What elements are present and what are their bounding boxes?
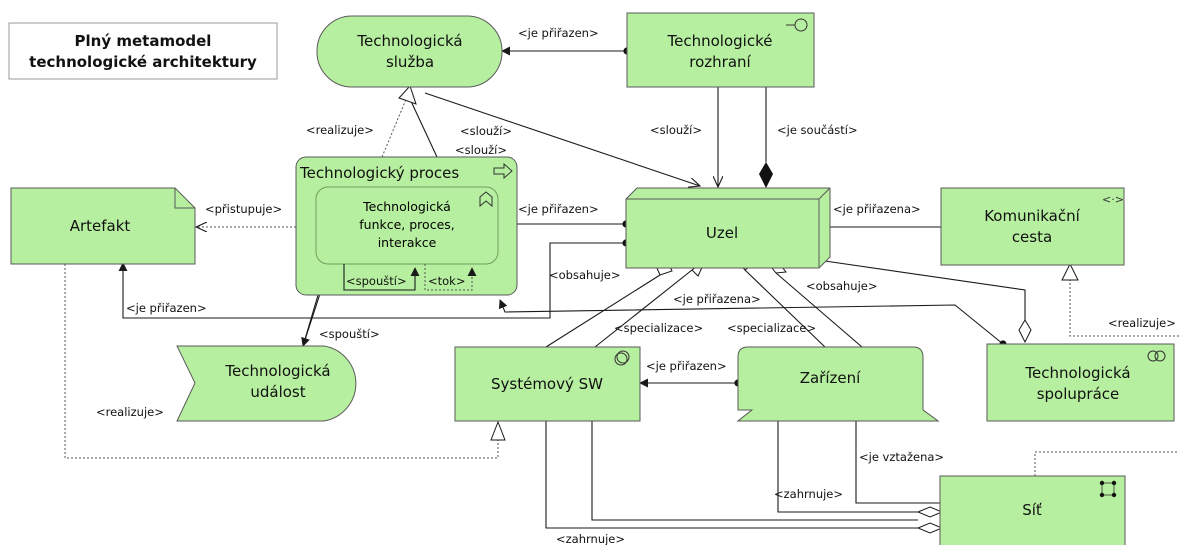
label-je-prirazen-uzel: <je přiřazen> bbox=[518, 202, 599, 216]
edge-sit-dotted bbox=[1034, 451, 1179, 476]
node-funkce-line2: funkce, proces, bbox=[359, 217, 455, 232]
edge-uzel-sw-obsahuje bbox=[545, 274, 661, 348]
label-specializace-2: <specializace> bbox=[727, 321, 816, 335]
aggregation-diamond-sit-1 bbox=[916, 506, 944, 518]
network-icon bbox=[1099, 480, 1117, 498]
node-zarizeni-label: Zařízení bbox=[800, 369, 861, 387]
diagram-title-box: Plný metamodel technologické architektur… bbox=[8, 22, 278, 80]
label-pristupuje: <přistupuje> bbox=[205, 202, 282, 216]
edge-labels: <je přiřazen> <realizuje> <slouží> <slou… bbox=[96, 26, 1176, 545]
label-zahrnuje-2: <zahrnuje> bbox=[556, 532, 625, 545]
communication-path-icon: <·> bbox=[1102, 193, 1124, 206]
node-cesta-line1: Komunikační bbox=[984, 207, 1080, 225]
label-obsahuje-1: <obsahuje> bbox=[549, 268, 621, 282]
label-realizuje-1: <realizuje> bbox=[306, 123, 374, 137]
aggregation-diamond bbox=[1018, 319, 1032, 344]
edge-zarizeni-uzel-specializace bbox=[744, 269, 826, 348]
edge-sit-zarizeni-zahrnuje bbox=[777, 421, 918, 513]
node-sw-label: Systémový SW bbox=[491, 375, 603, 393]
node-technologicke-rozhrani[interactable]: Technologické rozhraní bbox=[626, 12, 815, 88]
label-slouzi-3: <slouží> bbox=[650, 123, 702, 137]
label-realizuje-2: <realizuje> bbox=[1108, 316, 1176, 330]
realization-triangle bbox=[398, 85, 417, 105]
node-proces-label: Technologický proces bbox=[299, 164, 459, 182]
edge-proces-sluzba-slouzi bbox=[409, 98, 438, 158]
node-sluzba-line1: Technologická bbox=[356, 32, 462, 50]
node-sluzba-line2: služba bbox=[386, 53, 434, 71]
edge-inner-spousti bbox=[343, 264, 420, 291]
node-artefakt-label: Artefakt bbox=[70, 217, 131, 235]
system-software-icon bbox=[614, 350, 630, 366]
label-tok: <tok> bbox=[428, 274, 465, 288]
node-komunikacni-cesta[interactable]: <·> Komunikační cesta bbox=[940, 187, 1125, 266]
node-udalost-line2: událost bbox=[250, 383, 305, 401]
edge-spoluprace-uzel-obsahuje bbox=[817, 259, 1026, 320]
node-funkce-line1: Technologická bbox=[362, 199, 451, 214]
node-technologicka-spoluprace[interactable]: Technologická spolupráce bbox=[986, 343, 1175, 422]
label-specializace-1: <specializace> bbox=[614, 321, 703, 335]
edge-cesta-realizuje bbox=[1069, 280, 1179, 337]
node-sit-label: Síť bbox=[1022, 501, 1042, 519]
aggregation-diamond-sit-2 bbox=[916, 522, 944, 534]
edge-sit-sw-zahrnuje-2 bbox=[591, 421, 918, 521]
label-je-prirazena-cesta: <je přiřazena> bbox=[833, 202, 921, 216]
realization-triangle-cesta bbox=[1061, 262, 1079, 281]
node-cesta-line2: cesta bbox=[1012, 228, 1052, 246]
edge-inner-tok bbox=[424, 264, 477, 291]
label-spousti-inner: <spouští> bbox=[346, 274, 407, 288]
function-icon bbox=[479, 191, 493, 208]
node-technologicka-sluzba[interactable]: Technologická služba bbox=[316, 15, 503, 88]
node-uzel-label: Uzel bbox=[706, 224, 738, 242]
label-obsahuje-2: <obsahuje> bbox=[806, 279, 878, 293]
label-je-soucasti: <je součástí> bbox=[777, 123, 858, 137]
diagram-title-line1: Plný metamodel bbox=[75, 32, 212, 50]
edge-sit-zarizeni-vztazena bbox=[855, 421, 940, 504]
edge-sit-sw-zahrnuje-1 bbox=[545, 421, 940, 529]
connectors bbox=[64, 46, 1179, 534]
node-sit[interactable]: Síť bbox=[939, 475, 1126, 545]
label-je-prirazen-art: <je přiřazen> bbox=[126, 301, 207, 315]
label-realizuje-3: <realizuje> bbox=[96, 405, 164, 419]
node-rozhrani-line1: Technologické bbox=[667, 32, 773, 50]
composition-diamond bbox=[759, 162, 773, 188]
node-rozhrani-line2: rozhraní bbox=[689, 53, 751, 71]
node-uzel[interactable]: Uzel bbox=[625, 187, 831, 269]
label-je-prirazena-mid: <je přiřazena> bbox=[673, 292, 761, 306]
node-technologicka-udalost[interactable]: Technologická událost bbox=[176, 345, 357, 422]
edge-spoluprace-proces-prirazena bbox=[498, 299, 1007, 348]
edge-proces-sluzba-realizuje bbox=[381, 96, 408, 158]
node-zarizeni[interactable]: Zařízení bbox=[736, 346, 940, 422]
label-je-vztazena: <je vztažena> bbox=[859, 450, 944, 464]
edge-sw-uzel-specializace bbox=[594, 269, 693, 348]
label-slouzi-2: <slouží> bbox=[455, 143, 507, 157]
edge-sluzba-uzel-slouzi bbox=[424, 92, 700, 186]
label-spousti-2: <spouští> bbox=[319, 327, 380, 341]
node-udalost-line1: Technologická bbox=[224, 362, 330, 380]
node-funkce-proces-interakce[interactable] bbox=[315, 186, 499, 265]
collaboration-icon bbox=[1147, 350, 1166, 362]
label-slouzi-1: <slouží> bbox=[460, 124, 512, 138]
label-je-prirazen-top: <je přiřazen> bbox=[518, 26, 599, 40]
diagram-title-line2: technologické architektury bbox=[29, 53, 257, 71]
interface-icon bbox=[786, 18, 808, 32]
label-je-prirazen-sw: <je přiřazen> bbox=[646, 359, 727, 373]
realization-triangle-sw bbox=[490, 420, 506, 441]
node-spoluprace-line2: spolupráce bbox=[1037, 385, 1120, 403]
node-artefakt[interactable]: Artefakt bbox=[10, 187, 196, 265]
edge-sw-artefakt-realizuje bbox=[64, 264, 499, 459]
label-zahrnuje-1: <zahrnuje> bbox=[774, 487, 843, 501]
svg-text:<·>: <·> bbox=[1102, 193, 1124, 206]
node-technologicky-proces[interactable]: Technologický proces Technologická funkc… bbox=[295, 156, 518, 296]
edge-uzel-zarizeni-obsahuje bbox=[775, 272, 863, 348]
node-spoluprace-line1: Technologická bbox=[1024, 364, 1130, 382]
process-arrow-icon bbox=[493, 162, 513, 180]
node-systemovy-sw[interactable]: Systémový SW bbox=[454, 346, 641, 422]
node-funkce-line3: interakce bbox=[378, 235, 437, 250]
